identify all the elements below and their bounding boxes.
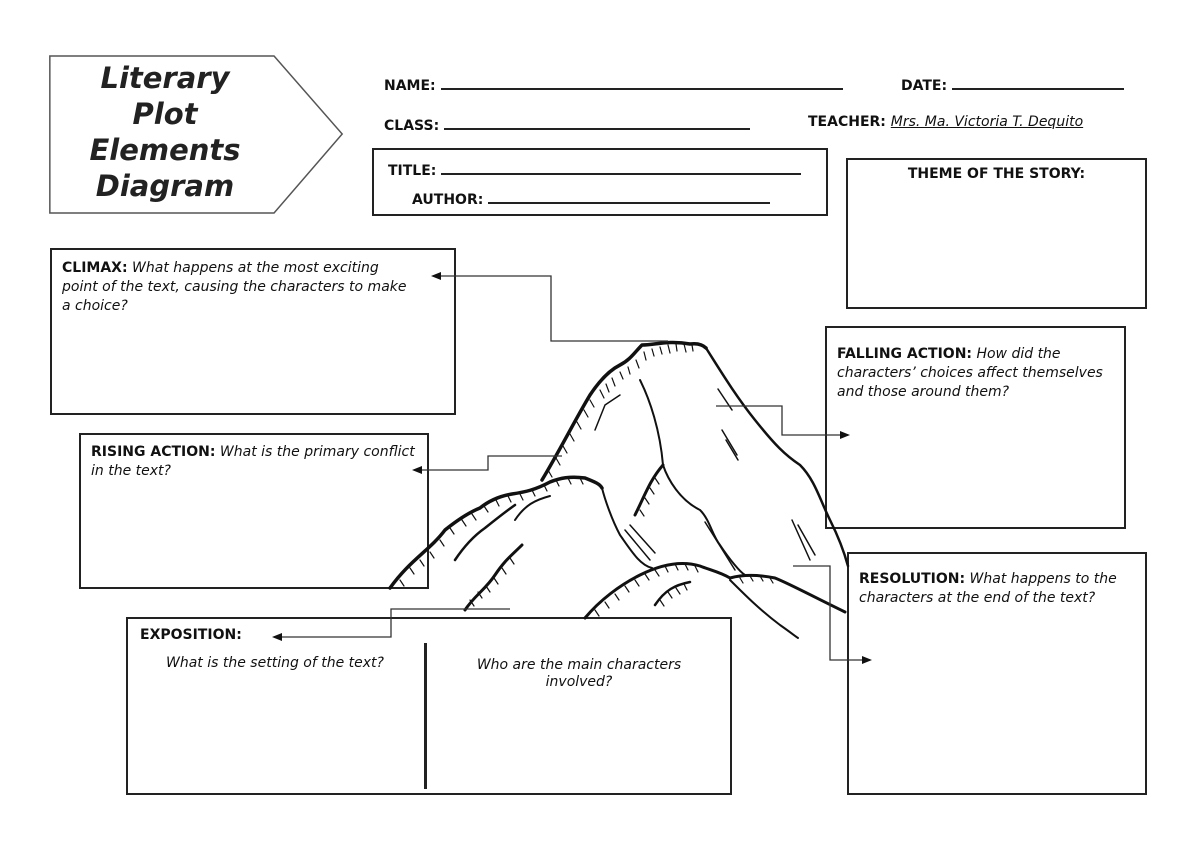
exposition-divider bbox=[424, 643, 427, 789]
title-arrow-shape bbox=[49, 55, 344, 214]
setting-question: What is the setting of the text? bbox=[166, 655, 384, 671]
resolution-answer-area[interactable] bbox=[859, 634, 1135, 787]
name-input-line[interactable] bbox=[440, 74, 843, 90]
setting-answer-area[interactable]: What is the setting of the text? bbox=[130, 643, 420, 789]
resolution-question: What happens to the characters at the en… bbox=[859, 571, 1117, 606]
author-input-line[interactable] bbox=[488, 188, 771, 204]
book-title-input-line[interactable] bbox=[441, 159, 802, 175]
teacher-value: Mrs. Ma. Victoria T. Dequito bbox=[890, 114, 1084, 130]
climax-answer-area[interactable] bbox=[62, 314, 444, 407]
author-field: AUTHOR: bbox=[412, 188, 771, 208]
climax-prompt: CLIMAX: What happens at the most excitin… bbox=[62, 258, 412, 315]
class-label: CLASS: bbox=[384, 118, 440, 134]
title-line-2: Plot bbox=[132, 97, 198, 131]
title-line-1: Literary bbox=[100, 61, 230, 95]
worksheet-title: Literary Plot Elements Diagram bbox=[50, 60, 280, 204]
characters-question: Who are the main characters involved? bbox=[476, 657, 682, 690]
falling-action-answer-area[interactable] bbox=[837, 424, 1114, 521]
class-input-line[interactable] bbox=[444, 114, 751, 130]
rising-action-prompt: RISING ACTION: What is the primary confl… bbox=[91, 442, 431, 480]
author-label: AUTHOR: bbox=[412, 192, 484, 208]
teacher-field: TEACHER: Mrs. Ma. Victoria T. Dequito bbox=[808, 114, 1083, 130]
resolution-label: RESOLUTION: bbox=[859, 571, 966, 587]
theme-box[interactable]: THEME OF THE STORY: bbox=[846, 158, 1147, 309]
climax-box[interactable]: CLIMAX: What happens at the most excitin… bbox=[50, 248, 456, 415]
resolution-prompt: RESOLUTION: What happens to the characte… bbox=[859, 569, 1144, 607]
title-line-3: Elements bbox=[89, 133, 241, 167]
name-label: NAME: bbox=[384, 78, 436, 94]
date-field: DATE: bbox=[901, 74, 1124, 94]
exposition-label: EXPOSITION: bbox=[140, 627, 242, 643]
date-label: DATE: bbox=[901, 78, 948, 94]
rising-action-connector bbox=[412, 455, 562, 474]
rising-action-box[interactable]: RISING ACTION: What is the primary confl… bbox=[79, 433, 429, 589]
rising-action-label: RISING ACTION: bbox=[91, 444, 216, 460]
name-field: NAME: bbox=[384, 74, 843, 94]
exposition-box: EXPOSITION: What is the setting of the t… bbox=[126, 617, 732, 795]
falling-action-question: How did the characters’ choices affect t… bbox=[837, 346, 1103, 400]
book-title-label: TITLE: bbox=[388, 163, 437, 179]
climax-connector bbox=[431, 272, 668, 342]
rising-action-question: What is the primary conflict in the text… bbox=[91, 444, 415, 479]
climax-question: What happens at the most exciting point … bbox=[62, 260, 407, 314]
falling-action-box[interactable]: FALLING ACTION: How did the characters’ … bbox=[825, 326, 1126, 529]
falling-action-label: FALLING ACTION: bbox=[837, 346, 973, 362]
teacher-label: TEACHER: bbox=[808, 114, 886, 130]
date-input-line[interactable] bbox=[951, 74, 1124, 90]
class-field: CLASS: bbox=[384, 114, 751, 134]
title-author-box bbox=[372, 148, 828, 216]
title-line-4: Diagram bbox=[95, 169, 235, 203]
characters-answer-area[interactable]: Who are the main characters involved? bbox=[432, 643, 726, 789]
falling-action-prompt: FALLING ACTION: How did the characters’ … bbox=[837, 344, 1127, 401]
climax-label: CLIMAX: bbox=[62, 260, 128, 276]
theme-answer-area[interactable] bbox=[856, 188, 1137, 301]
mountain-icon bbox=[388, 340, 850, 639]
book-title-field: TITLE: bbox=[388, 159, 802, 179]
theme-label: THEME OF THE STORY: bbox=[907, 166, 1086, 182]
rising-action-answer-area[interactable] bbox=[91, 481, 417, 581]
resolution-box[interactable]: RESOLUTION: What happens to the characte… bbox=[847, 552, 1147, 795]
